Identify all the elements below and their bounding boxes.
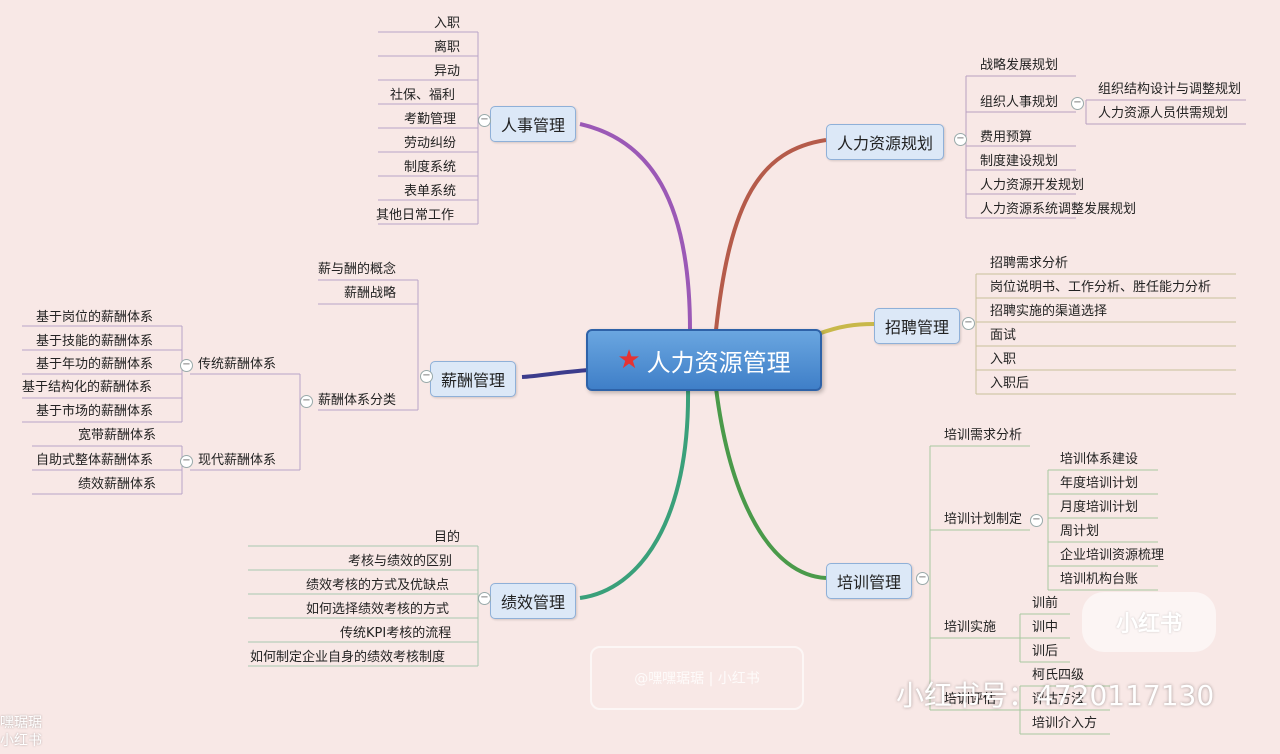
salary-trad-item[interactable]: 基于技能的薪酬体系 [36,334,154,349]
train-impl-item[interactable]: 训中 [1032,620,1059,635]
collapse-icon[interactable]: − [300,395,313,408]
hr-item[interactable]: 制度系统 [404,160,457,175]
recruit-item[interactable]: 入职后 [990,376,1030,391]
branch-train[interactable]: 培训管理 [826,563,913,599]
perf-item[interactable]: 目的 [434,530,461,545]
plan-item[interactable]: 组织人事规划 [980,95,1059,110]
recruit-item[interactable]: 招聘实施的渠道选择 [990,304,1108,319]
branch-salary[interactable]: 薪酬管理 [430,361,517,397]
connector-perf [579,387,691,600]
collapse-icon[interactable]: − [954,133,967,146]
train-eval-item[interactable]: 柯氏四级 [1032,668,1085,683]
hr-item[interactable]: 入职 [434,16,461,31]
recruit-item[interactable]: 招聘需求分析 [990,256,1069,271]
collapse-icon[interactable]: − [1071,97,1084,110]
hr-item[interactable]: 社保、福利 [390,88,456,103]
train-plan-item[interactable]: 培训体系建设 [1060,452,1139,467]
collapse-icon[interactable]: − [916,572,929,585]
hr-item[interactable]: 离职 [434,40,461,55]
salary-modern-item[interactable]: 宽带薪酬体系 [78,428,157,443]
train-item[interactable]: 培训评估 [944,692,997,707]
connector-salary [521,368,591,379]
hr-item[interactable]: 表单系统 [404,184,457,199]
plan-item[interactable]: 人力资源开发规划 [980,178,1085,193]
collapse-icon[interactable]: − [962,317,975,330]
collapse-icon[interactable]: − [478,114,491,127]
perf-item[interactable]: 绩效考核的方式及优缺点 [306,578,450,593]
collapse-icon[interactable]: − [1030,514,1043,527]
salary-modern-item[interactable]: 绩效薪酬体系 [78,477,157,492]
perf-item[interactable]: 考核与绩效的区别 [348,554,453,569]
plan-item[interactable]: 战略发展规划 [980,58,1059,73]
salary-item[interactable]: 薪酬体系分类 [318,393,397,408]
hr-item[interactable]: 考勤管理 [404,112,457,127]
connector-train [714,387,827,580]
train-impl-item[interactable]: 训前 [1032,596,1059,611]
train-plan-item[interactable]: 月度培训计划 [1060,500,1139,515]
collapse-icon[interactable]: − [478,592,491,605]
collapse-icon[interactable]: − [180,359,193,372]
perf-item[interactable]: 如何选择绩效考核的方式 [306,602,450,617]
salary-trad-item[interactable]: 基于结构化的薪酬体系 [22,380,153,395]
salary-trad-item[interactable]: 基于岗位的薪酬体系 [36,310,154,325]
salary-trad-item[interactable]: 基于年功的薪酬体系 [36,357,154,372]
salary-modern-item[interactable]: 自助式整体薪酬体系 [36,453,154,468]
plan-sub-item[interactable]: 组织结构设计与调整规划 [1098,82,1242,97]
train-plan-item[interactable]: 培训机构台账 [1060,572,1139,587]
train-eval-item[interactable]: 培训介入方 [1032,716,1098,731]
salary-group[interactable]: 传统薪酬体系 [198,357,277,372]
plan-item[interactable]: 制度建设规划 [980,154,1059,169]
train-eval-item[interactable]: 评估方法 [1032,692,1085,707]
recruit-item[interactable]: 面试 [990,328,1017,343]
salary-group[interactable]: 现代薪酬体系 [198,453,277,468]
plan-item[interactable]: 人力资源系统调整发展规划 [980,202,1137,217]
perf-item[interactable]: 如何制定企业自身的绩效考核制度 [250,650,446,665]
train-item[interactable]: 培训计划制定 [944,512,1023,527]
branch-recruit[interactable]: 招聘管理 [874,308,961,344]
branch-perf[interactable]: 绩效管理 [490,583,577,619]
train-plan-item[interactable]: 周计划 [1060,524,1100,539]
salary-trad-item[interactable]: 基于市场的薪酬体系 [36,404,154,419]
train-plan-item[interactable]: 年度培训计划 [1060,476,1139,491]
train-item[interactable]: 培训需求分析 [944,428,1023,443]
connector-plan [714,138,827,331]
connector-hr [579,122,692,331]
recruit-item[interactable]: 岗位说明书、工作分析、胜任能力分析 [990,280,1212,295]
center-watermark: @嘿嘿琚琚 | 小红书 [590,646,804,710]
perf-item[interactable]: 传统KPI考核的流程 [340,626,452,641]
star-icon: ★ [617,345,641,375]
account-watermark: 小红书号：4720117130 [896,679,1215,712]
collapse-icon[interactable]: − [420,370,433,383]
hr-item[interactable]: 异动 [434,64,461,79]
hr-item[interactable]: 劳动纠纷 [404,136,457,151]
connector-recruit [817,322,875,336]
central-topic[interactable]: ★人力资源管理 [586,329,822,391]
plan-item[interactable]: 费用预算 [980,130,1033,145]
branch-hr[interactable]: 人事管理 [490,106,577,142]
hr-item[interactable]: 其他日常工作 [376,208,455,223]
salary-item[interactable]: 薪与酬的概念 [318,262,397,277]
plan-sub-item[interactable]: 人力资源人员供需规划 [1098,106,1229,121]
train-impl-item[interactable]: 训后 [1032,644,1059,659]
train-plan-item[interactable]: 企业培训资源梳理 [1060,548,1165,563]
badge-watermark: 小红书 [1082,592,1216,652]
recruit-item[interactable]: 入职 [990,352,1017,367]
branch-plan[interactable]: 人力资源规划 [826,124,945,160]
salary-item[interactable]: 薪酬战略 [344,286,397,301]
train-item[interactable]: 培训实施 [944,620,997,635]
collapse-icon[interactable]: − [180,455,193,468]
corner-watermark: 嘿琚琚小红书 [0,715,42,749]
